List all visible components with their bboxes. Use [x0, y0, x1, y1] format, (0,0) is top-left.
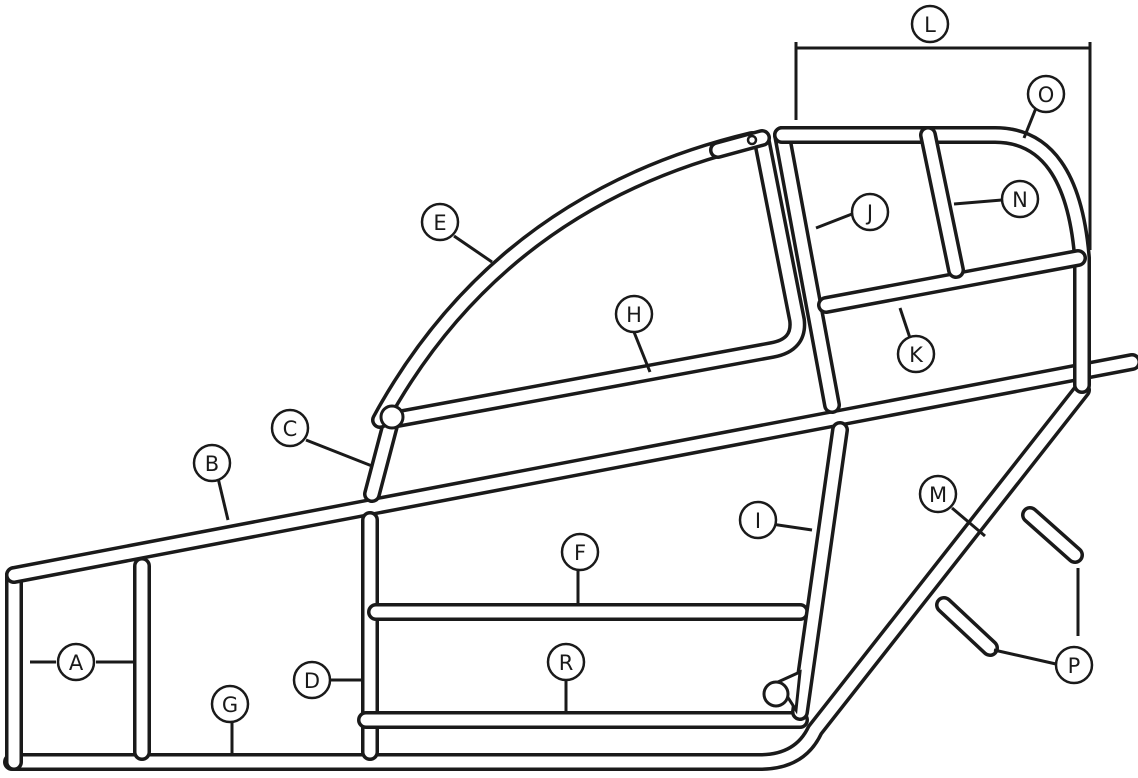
tube-k-cross-brace: [817, 249, 1087, 314]
callout-label: B: [205, 452, 219, 476]
callout-g: G: [210, 684, 250, 724]
tube-j-vertical: [773, 126, 841, 414]
callout-label: D: [304, 669, 320, 693]
callout-label: F: [574, 541, 586, 565]
joint-top-bolt: [746, 134, 758, 146]
callout-i: I: [738, 500, 778, 540]
tube-c-short: [363, 409, 401, 503]
callout-label: C: [283, 417, 298, 441]
tube-h-inner-curve: [383, 133, 807, 429]
callout-l: L: [910, 4, 950, 44]
callout-r: R: [546, 642, 586, 682]
callout-label: J: [865, 201, 873, 225]
leader-lines: [30, 42, 1092, 754]
callout-label: K: [909, 343, 924, 367]
tube-o-roof-rail: [773, 126, 1091, 394]
callout-n: N: [1000, 179, 1040, 219]
callout-a: A: [56, 642, 96, 682]
callout-label: A: [69, 651, 84, 675]
tube-b-upper-rail: [5, 353, 1138, 584]
callout-label: I: [755, 509, 761, 533]
callout-m: M: [918, 474, 958, 514]
callout-j: J: [850, 192, 890, 232]
callout-d: D: [292, 660, 332, 700]
callout-e: E: [420, 202, 460, 242]
tube-p-stub-lower: [935, 596, 999, 657]
callout-o: O: [1026, 74, 1066, 114]
callout-label: R: [559, 651, 574, 675]
joint-c-e: [379, 404, 405, 430]
tube-i-diagonal: [791, 421, 849, 721]
tube-n-small-vertical: [919, 126, 965, 279]
tube-p-stub-upper: [1021, 506, 1084, 564]
mount-bracket: [762, 669, 802, 715]
callout-p: P: [1054, 645, 1094, 685]
callout-label: P: [1068, 654, 1081, 678]
callout-f: F: [560, 532, 600, 572]
callout-label: O: [1038, 83, 1055, 107]
tube-e-main-hoop: [371, 131, 761, 429]
callout-b: B: [192, 443, 232, 483]
callout-k: K: [896, 334, 936, 374]
tube-g-bottom-rail: [3, 381, 1091, 771]
callout-h: H: [614, 294, 654, 334]
callout-label: L: [924, 13, 936, 37]
callout-label: N: [1012, 188, 1028, 212]
callout-label: G: [222, 693, 238, 717]
callout-label: H: [626, 303, 642, 327]
callout-c: C: [270, 408, 310, 448]
callout-label: E: [433, 211, 446, 235]
callout-label: M: [929, 483, 947, 507]
